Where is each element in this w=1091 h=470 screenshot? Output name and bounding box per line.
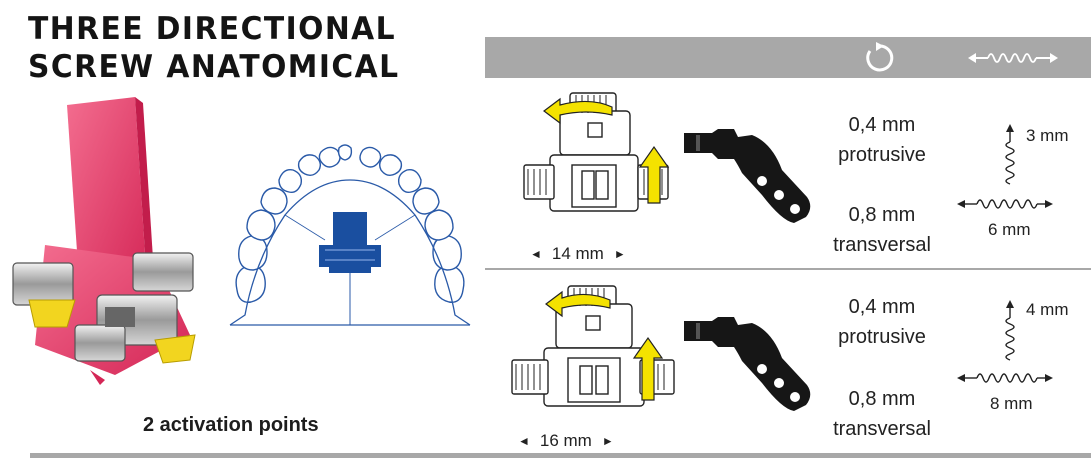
- arrow-right-icon: ►: [601, 434, 614, 448]
- transversal-label: transversal: [833, 234, 931, 256]
- row-divider: [485, 268, 1091, 270]
- width-label: 16 mm: [539, 431, 592, 450]
- screw-drawing-16mm: [511, 285, 675, 407]
- title-line-2: SCREW ANATOMICAL: [28, 49, 400, 85]
- transversal-value: 0,8 mm: [848, 204, 916, 226]
- spring-diagram: [957, 124, 1053, 209]
- spring-diagram: [957, 300, 1053, 383]
- protrusive-label: protrusive: [838, 144, 926, 166]
- rotation-icon: [866, 42, 894, 72]
- protrusive-value: 0,4 mm: [848, 296, 916, 318]
- transversal-spec: 0,8 mm transversal: [822, 384, 942, 444]
- protrusive-value: 0,4 mm: [848, 114, 916, 136]
- arrow-right-icon: ►: [613, 247, 626, 261]
- transversal-value: 0,8 mm: [848, 388, 916, 410]
- transversal-label: transversal: [833, 418, 931, 440]
- width-dimension-14mm: ◄ 14 mm ►: [530, 244, 626, 264]
- activation-key-icon: [684, 129, 811, 223]
- width-label: 14 mm: [551, 244, 604, 263]
- spring-expansion-icon: [968, 53, 1058, 63]
- protrusive-spec: 0,4 mm protrusive: [822, 110, 942, 170]
- vertical-expansion-label: 4 mm: [1026, 300, 1069, 319]
- protrusive-label: protrusive: [838, 326, 926, 348]
- dental-arch-diagram: [229, 144, 471, 326]
- vertical-expansion-label: 3 mm: [1026, 126, 1069, 145]
- activation-points-label: 2 activation points: [143, 414, 319, 436]
- product-title: THREE DIRECTIONAL SCREW ANATOMICAL: [28, 10, 428, 86]
- screw-drawing-14mm: [523, 92, 670, 212]
- arrow-left-icon: ◄: [518, 434, 530, 448]
- bottom-divider: [30, 453, 1091, 458]
- protrusive-spec: 0,4 mm protrusive: [822, 292, 942, 352]
- arrow-left-icon: ◄: [530, 247, 542, 261]
- title-line-1: THREE DIRECTIONAL: [28, 11, 397, 47]
- spec-table-header: [485, 37, 1091, 78]
- transversal-spec: 0,8 mm transversal: [822, 200, 942, 260]
- activation-key-icon: [684, 317, 811, 411]
- horizontal-expansion-label: 8 mm: [990, 394, 1033, 413]
- width-dimension-16mm: ◄ 16 mm ►: [518, 431, 614, 451]
- product-photo: [12, 97, 196, 385]
- horizontal-expansion-label: 6 mm: [988, 220, 1031, 239]
